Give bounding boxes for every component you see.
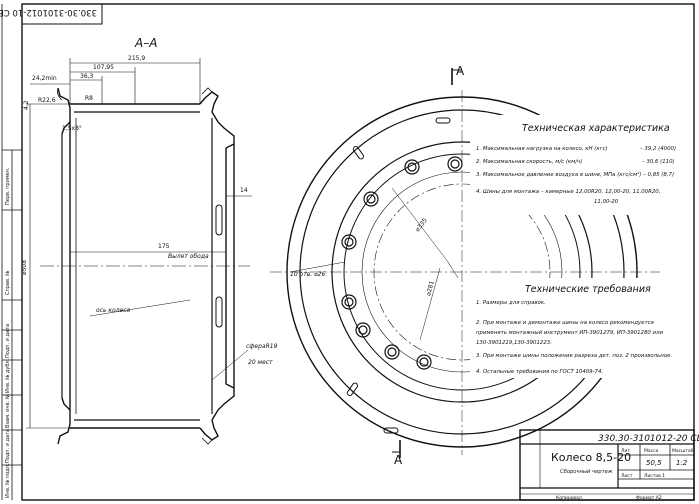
side-label-7: Инв. № подл. <box>5 463 11 498</box>
sheet-label: Лист <box>621 473 633 479</box>
dim-r8: R8 <box>85 95 93 102</box>
dim-vylet: Вылет обода <box>168 253 209 260</box>
tech-char-line-2: 2. Максимальная скорость, м/с (км/ч) <box>476 159 582 165</box>
tech-req-line-6: 4. Остальные требования по ГОСТ 10409-74… <box>476 369 603 375</box>
dim-36-3: 36,3 <box>80 73 94 80</box>
tech-req-line-4: 130-3901219,130-3901223. <box>476 340 552 346</box>
tech-char-value-1: – 39,2 (4000) <box>640 146 676 152</box>
tech-req-title: Технические требования <box>525 284 651 295</box>
dim-1-5x8: 1,5х8° <box>62 125 82 132</box>
side-label-1: Перв. примен. <box>5 167 11 205</box>
tech-req-line-5: 3. При монтаже шины положение разреза де… <box>476 353 672 359</box>
mass-label: Масса <box>644 448 659 454</box>
doc-number: 330.30-3101012-20 СБ <box>598 434 699 444</box>
tech-char-line-3: 3. Максимальное давление воздуха в шине,… <box>476 171 674 178</box>
dim-215-9: 215,9 <box>128 55 145 62</box>
dim-175: 175 <box>158 243 170 250</box>
side-label-5: Взам. инв. № <box>5 393 11 428</box>
sphere-label: сфераR19 <box>246 343 278 350</box>
copied-label: Копировал <box>556 495 582 501</box>
tech-char-line-1: 1. Максимальная нагрузка на колесо, кН (… <box>476 146 608 152</box>
section-view <box>26 58 252 445</box>
front-view <box>270 68 660 458</box>
dim-diam-281: ⌀281 <box>425 280 436 297</box>
cut-label-top: А <box>456 64 465 78</box>
mass-value: 50,5 <box>646 459 662 467</box>
lit-label: Лит. <box>621 448 631 454</box>
tech-char-value-2: – 30,6 (110) <box>642 159 675 165</box>
tech-char-line-4: 4. Шины для монтажа – камерные 12,00R20,… <box>476 189 661 195</box>
side-label-2: Справ. № <box>5 270 11 295</box>
side-label-6: Подп. и дата <box>5 429 11 463</box>
axis-label: ось колеса <box>96 307 131 314</box>
tech-char-title: Техническая характеристика <box>522 123 670 134</box>
rotated-stamp <box>21 3 103 25</box>
dim-14: 14 <box>240 187 248 194</box>
section-label: А–А <box>134 36 157 50</box>
part-subtitle: Сборочный чертеж <box>560 469 613 475</box>
dim-diam-508: ⌀508 <box>21 260 28 275</box>
part-name: Колесо 8,5-20 <box>551 451 631 464</box>
sheet-frame <box>1 3 695 501</box>
side-strip <box>2 149 22 500</box>
scale-label: Масштаб <box>672 448 694 454</box>
format-label: Формат А2 <box>636 495 662 501</box>
cut-label-bottom: А <box>394 453 403 467</box>
tech-req-line-3: применять монтажный инструмент ИП-390127… <box>476 330 663 336</box>
side-label-3: Подп. и дата <box>5 324 11 358</box>
dim-24-2min: 24,2min <box>32 75 57 82</box>
dim-r22-6: R22,6 <box>38 97 56 104</box>
title-block <box>519 429 695 501</box>
tech-char-line-4-cont: 11,00-20 <box>594 199 619 205</box>
dim-holes: 10 отв. ⌀26 <box>290 271 325 278</box>
rotated-stamp-text: 330.30-3101012-10 СБ <box>0 7 97 17</box>
side-label-4: Инв. № дубл. <box>5 358 11 393</box>
sheets-label: Листов 1 <box>644 473 665 479</box>
bolt-holes <box>341 156 463 370</box>
dim-107-95: 107,95 <box>93 64 114 71</box>
sphere-count-label: 20 мест <box>248 359 273 366</box>
scale-value: 1:2 <box>676 459 688 467</box>
dim-4-2: 4,2 <box>23 100 30 110</box>
dim-diam-335: ⌀335 <box>414 217 429 233</box>
tech-req-line-2: 2. При монтаже и демонтаже шины на колес… <box>476 320 655 326</box>
tech-req-line-1: 1. Размеры для справок. <box>476 300 546 306</box>
